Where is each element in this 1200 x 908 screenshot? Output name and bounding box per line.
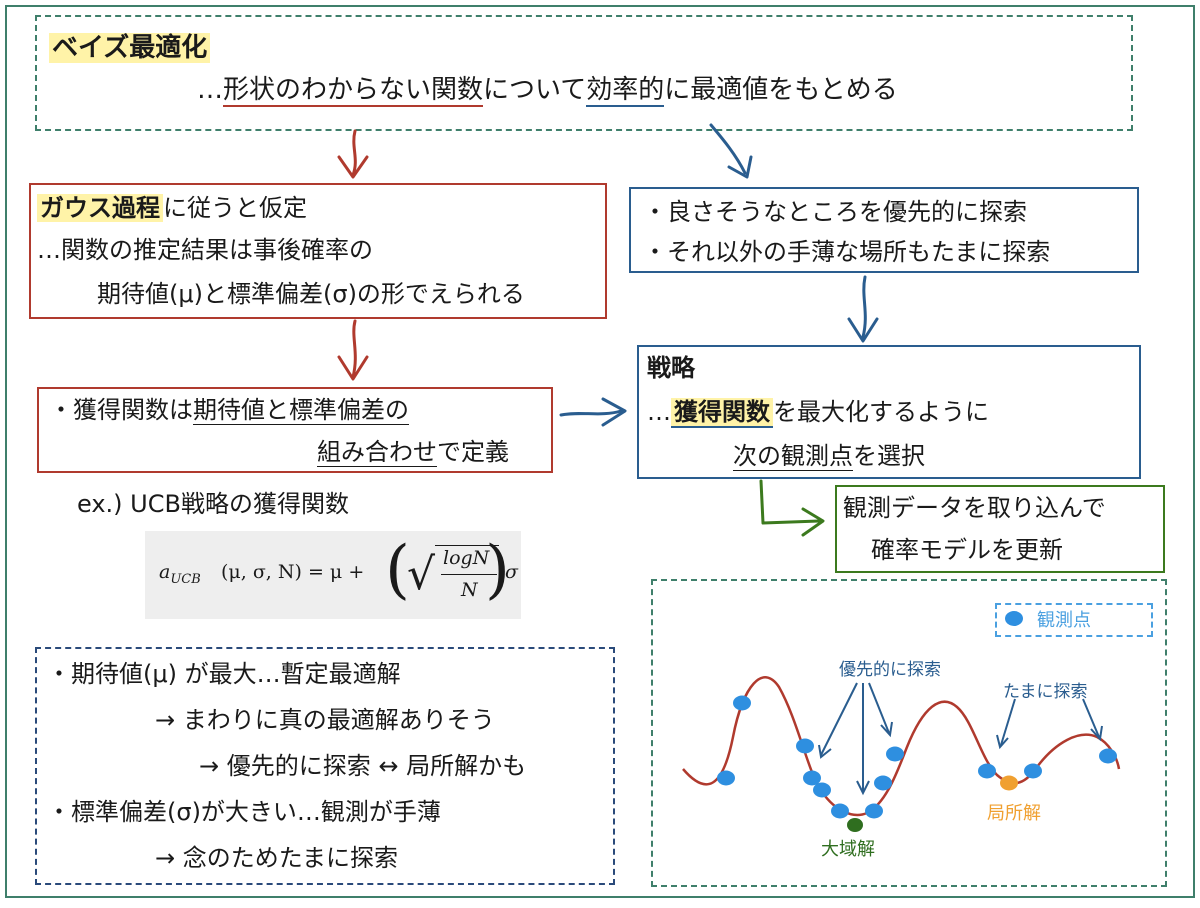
update-box — [835, 485, 1165, 573]
exploration-box — [629, 187, 1139, 273]
occasional-arrow-2-head — [1090, 725, 1103, 742]
strategy-box — [637, 345, 1141, 479]
arrow-layer — [337, 123, 1121, 832]
arrow-red-1 — [351, 129, 357, 177]
note-line-4: ・標準偏差(σ)が大きい…観測が手薄 — [47, 798, 441, 826]
strategy-prefix: … — [647, 398, 671, 426]
strategy-acq-label: 獲得関数 — [671, 398, 773, 428]
formula-frac-bar — [441, 574, 497, 575]
priority-arrow-3 — [868, 682, 890, 734]
observation-point — [733, 695, 751, 711]
observation-point — [874, 775, 892, 791]
observation-points — [717, 695, 1117, 819]
objective-curve — [682, 676, 1121, 817]
observation-point — [803, 770, 821, 786]
update-line-2: 確率モデルを更新 — [871, 536, 1063, 564]
gp-assume-text: に従うと仮定 — [163, 194, 307, 222]
formula-num: logN — [443, 547, 490, 569]
legend-label: 観測点 — [1037, 610, 1091, 631]
observation-point — [717, 770, 735, 786]
priority-arrow-1-head — [818, 744, 832, 759]
strategy-select: を選択 — [853, 442, 925, 470]
formula-rparen: ) — [485, 533, 510, 607]
arrow-green-head — [801, 507, 825, 537]
formula-sub: UCB — [170, 571, 201, 587]
formula-a: a — [159, 561, 171, 583]
formula-den: N — [461, 579, 478, 601]
strategy-title: 戦略 — [647, 354, 695, 382]
legend-box — [995, 603, 1153, 637]
arrow-blue-1 — [709, 123, 747, 175]
formula-args: (μ, σ, N) = μ + — [221, 561, 365, 583]
occasional-arrow-2 — [1082, 698, 1100, 738]
update-line-1: 観測データを取り込んで — [843, 494, 1106, 522]
label-occasional: たまに探索 — [1003, 682, 1088, 702]
label-priority: 優先的に探索 — [839, 660, 941, 680]
observation-point — [813, 782, 831, 798]
observation-point — [1024, 763, 1042, 779]
legend-point-icon — [1005, 611, 1023, 626]
formula-sqrt: √ — [407, 549, 436, 600]
gaussian-process-label: ガウス過程 — [37, 194, 163, 222]
acquisition-box — [37, 387, 553, 473]
arrow-green — [759, 479, 821, 525]
note-line-1: ・期待値(μ) が最大…暫定最適解 — [47, 660, 401, 688]
observation-point — [865, 803, 883, 819]
header-text: について — [483, 75, 587, 105]
gp-line-3: 期待値(μ)と標準偏差(σ)の形でえられる — [97, 280, 525, 308]
formula-sqrt-bar — [435, 545, 499, 546]
occasional-arrow-1-head — [996, 734, 1009, 750]
example-label: ex.) UCB戦略の獲得関数 — [77, 490, 349, 518]
priority-arrow-1 — [820, 682, 858, 756]
header-box — [35, 15, 1133, 131]
header-efficient: 効率的 — [586, 75, 665, 107]
explore-line-2: ・それ以外の手薄な場所もたまに探索 — [643, 238, 1051, 266]
plot-panel — [651, 579, 1167, 887]
note-line-5: → 念のためたまに探索 — [155, 844, 399, 872]
gp-line-2: …関数の推定結果は事後確率の — [37, 236, 373, 264]
local-optimum-marker — [1000, 775, 1018, 791]
observation-point — [796, 738, 814, 754]
explore-line-1: ・良さそうなところを優先的に探索 — [643, 198, 1027, 226]
header-prefix: … — [197, 75, 223, 105]
observation-point — [831, 803, 849, 819]
header-text-end: に最適値をもとめる — [664, 75, 898, 105]
note-line-3: → 優先的に探索 ↔ 局所解かも — [199, 752, 527, 780]
priority-arrow-3-head — [880, 721, 893, 738]
ucb-formula: aUCB (μ, σ, N) = μ + ( √ logN N ) σ — [145, 531, 521, 619]
acq-combination: 組み合わせ — [317, 438, 437, 467]
arrow-blue-1-head — [727, 155, 753, 179]
acq-prefix: ・獲得関数は — [49, 396, 193, 424]
note-line-2: → まわりに真の最適解ありそう — [155, 706, 495, 734]
acq-mean-std: 期待値と標準偏差の — [193, 396, 409, 425]
arrow-blue-3 — [559, 409, 623, 417]
arrow-blue-2-head — [847, 317, 879, 343]
arrow-red-2 — [351, 319, 357, 379]
observation-point — [978, 763, 996, 779]
formula-sigma: σ — [505, 561, 518, 583]
observation-point — [886, 746, 904, 762]
occasional-arrow-1 — [1000, 698, 1016, 746]
arrow-blue-2 — [861, 275, 867, 339]
observation-point — [1099, 748, 1117, 764]
priority-arrow-2-head — [856, 780, 870, 796]
global-optimum-marker — [847, 818, 863, 832]
formula-lparen: ( — [385, 533, 410, 607]
arrow-red-1-head — [337, 155, 369, 179]
header-title: ベイズ最適化 — [49, 33, 211, 63]
label-global-optimum: 大域解 — [821, 839, 875, 860]
header-unknown-function: 形状のわからない関数 — [223, 75, 484, 107]
gaussian-process-box — [29, 183, 607, 319]
strategy-maximize: を最大化するように — [773, 398, 989, 426]
strategy-next-point: 次の観測点 — [733, 442, 853, 471]
acq-suffix: で定義 — [437, 438, 509, 466]
label-local-optimum: 局所解 — [987, 803, 1041, 824]
arrow-blue-3-head — [601, 397, 627, 427]
diagram-canvas: ベイズ最適化 …形状のわからない関数について効率的に最適値をもとめる ガウス過程… — [5, 5, 1195, 898]
notes-box — [35, 647, 615, 885]
arrow-red-2-head — [337, 355, 369, 381]
